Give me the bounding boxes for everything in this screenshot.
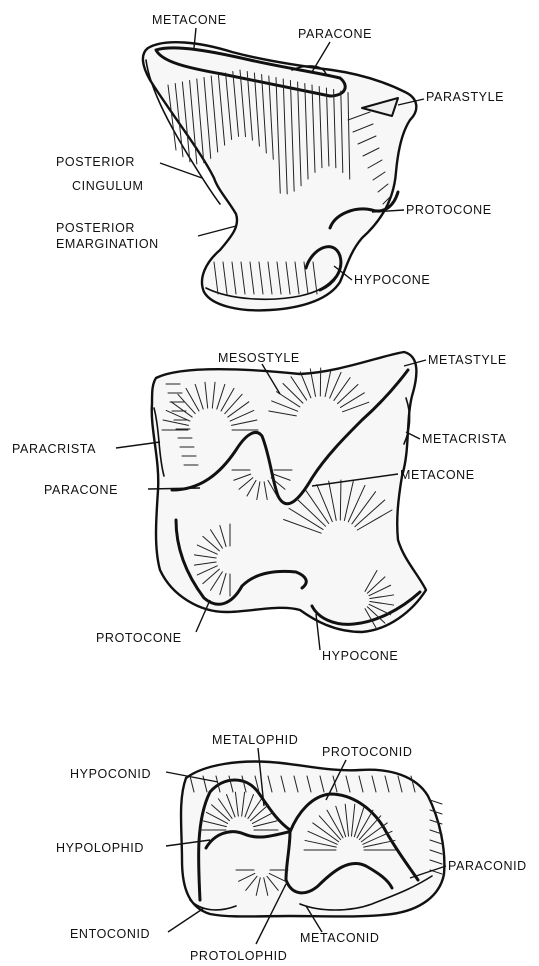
leader-paracone-2 bbox=[148, 488, 200, 489]
leader-entoconid bbox=[168, 908, 204, 932]
leader-posterior-emargination bbox=[198, 226, 236, 236]
label-mesostyle: MESOSTYLE bbox=[218, 351, 300, 365]
label-parastyle: PARASTYLE bbox=[426, 90, 504, 104]
label-hypocone-1: HYPOCONE bbox=[354, 273, 430, 287]
label-metacone-2: METACONE bbox=[400, 468, 475, 482]
label-protocone-1: PROTOCONE bbox=[406, 203, 492, 217]
upper-molar-occlusal-drawing bbox=[152, 352, 426, 632]
label-metalophid: METALOPHID bbox=[212, 733, 298, 747]
label-posterior-emargination-line1: POSTERIOR bbox=[56, 221, 135, 235]
label-entoconid: ENTOCONID bbox=[70, 927, 150, 941]
tooth-2-outline bbox=[152, 352, 426, 632]
label-paracone-1: PARACONE bbox=[298, 27, 372, 41]
leader-paracrista bbox=[116, 442, 160, 448]
label-paracrista: PARACRISTA bbox=[12, 442, 96, 456]
label-posterior-cingulum-line1: POSTERIOR bbox=[56, 155, 135, 169]
label-metacrista: METACRISTA bbox=[422, 432, 507, 446]
label-posterior-emargination-line2: EMARGINATION bbox=[56, 237, 159, 251]
label-protoconid: PROTOCONID bbox=[322, 745, 413, 759]
leader-posterior-cingulum bbox=[160, 163, 202, 178]
upper-molar-lateral-drawing bbox=[143, 42, 416, 310]
label-paraconid: PARACONID bbox=[448, 859, 527, 873]
label-protolophid: PROTOLOPHID bbox=[190, 949, 287, 963]
label-protocone-2: PROTOCONE bbox=[96, 631, 182, 645]
label-paracone-2: PARACONE bbox=[44, 483, 118, 497]
label-metaconid: METACONID bbox=[300, 931, 379, 945]
label-hypoconid: HYPOCONID bbox=[70, 767, 151, 781]
label-hypolophid: HYPOLOPHID bbox=[56, 841, 144, 855]
label-metastyle: METASTYLE bbox=[428, 353, 507, 367]
hatch-stroke bbox=[340, 480, 341, 520]
lower-molar-occlusal-drawing bbox=[181, 762, 444, 917]
label-hypocone-2: HYPOCONE bbox=[322, 649, 398, 663]
label-posterior-cingulum-line2: CINGULUM bbox=[72, 179, 143, 193]
label-metacone-1: METACONE bbox=[152, 13, 227, 27]
